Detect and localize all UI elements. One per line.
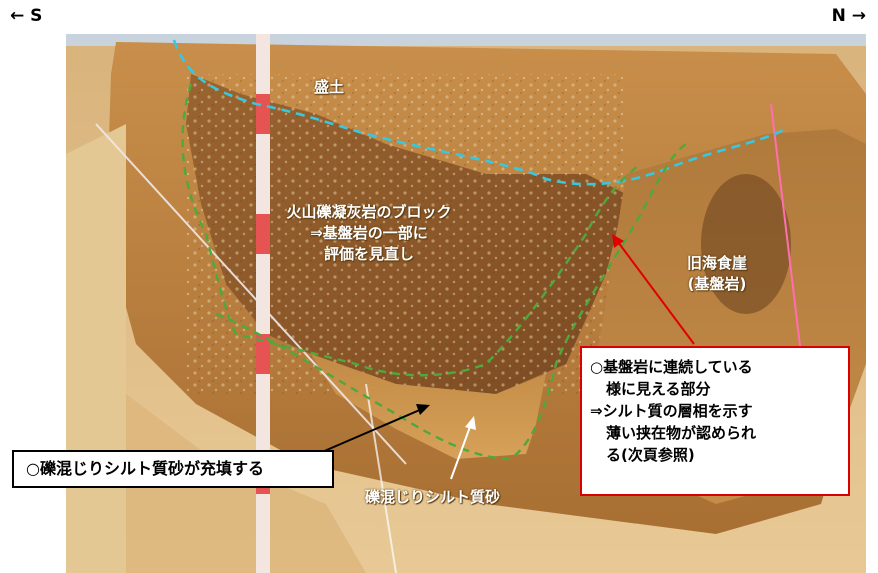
right-callout-box: ○基盤岩に連続している 様に見える部分 ⇒シルト質の層相を示す 薄い挟在物が認め… — [580, 346, 850, 496]
left-ground — [66, 124, 126, 573]
sea-cliff-label-line: (基盤岩) — [687, 275, 747, 293]
left-callout-box: ○礫混じりシルト質砂が充填する — [12, 450, 334, 488]
right-callout-line: る(次頁参照) — [606, 446, 695, 464]
survey-string — [365, 383, 397, 573]
right-callout-line: ○基盤岩に連続している — [590, 358, 753, 376]
survey-staff — [256, 34, 270, 573]
volcanic-block-label-line: 火山礫凝灰岩のブロック — [286, 203, 452, 221]
block-boundary-line — [181, 83, 642, 377]
fill-label: 盛土 — [314, 78, 345, 96]
right-callout-line: ⇒シルト質の層相を示す — [590, 402, 753, 420]
fill-boundary-line — [172, 39, 787, 186]
silty-sand-arrow — [450, 423, 472, 480]
volcanic-block-label-line: ⇒基盤岩の一部に — [310, 224, 428, 242]
gravelly-silty-sand-label: 礫混じりシルト質砂 — [365, 488, 501, 506]
volcanic-block-label-line: 評価を見直し — [323, 245, 414, 263]
silty-sand-arrowhead — [465, 416, 476, 430]
right-callout-line: 様に見える部分 — [606, 380, 711, 398]
direction-north-label: N → — [831, 6, 866, 26]
left-callout-arrowhead — [416, 404, 430, 415]
left-callout-text: ○礫混じりシルト質砂が充填する — [26, 459, 264, 478]
sea-cliff-label: 旧海食崖 (基盤岩) — [662, 253, 772, 295]
right-callout-arrowhead — [612, 234, 624, 248]
staff-mark — [256, 214, 270, 254]
sea-cliff-label-line: 旧海食崖 — [686, 254, 747, 272]
volcanic-block-label: 火山礫凝灰岩のブロック ⇒基盤岩の一部に 評価を見直し — [254, 202, 484, 265]
survey-string — [770, 103, 802, 355]
silty-sand-boundary-line — [215, 143, 687, 461]
staff-mark — [256, 94, 270, 134]
staff-mark — [256, 334, 270, 374]
direction-south-label: ← S — [10, 6, 43, 26]
right-callout-line: 薄い挟在物が認められ — [606, 424, 757, 442]
dark-rock-patch — [701, 174, 791, 314]
right-callout-arrow — [617, 241, 695, 345]
survey-string — [95, 123, 407, 465]
